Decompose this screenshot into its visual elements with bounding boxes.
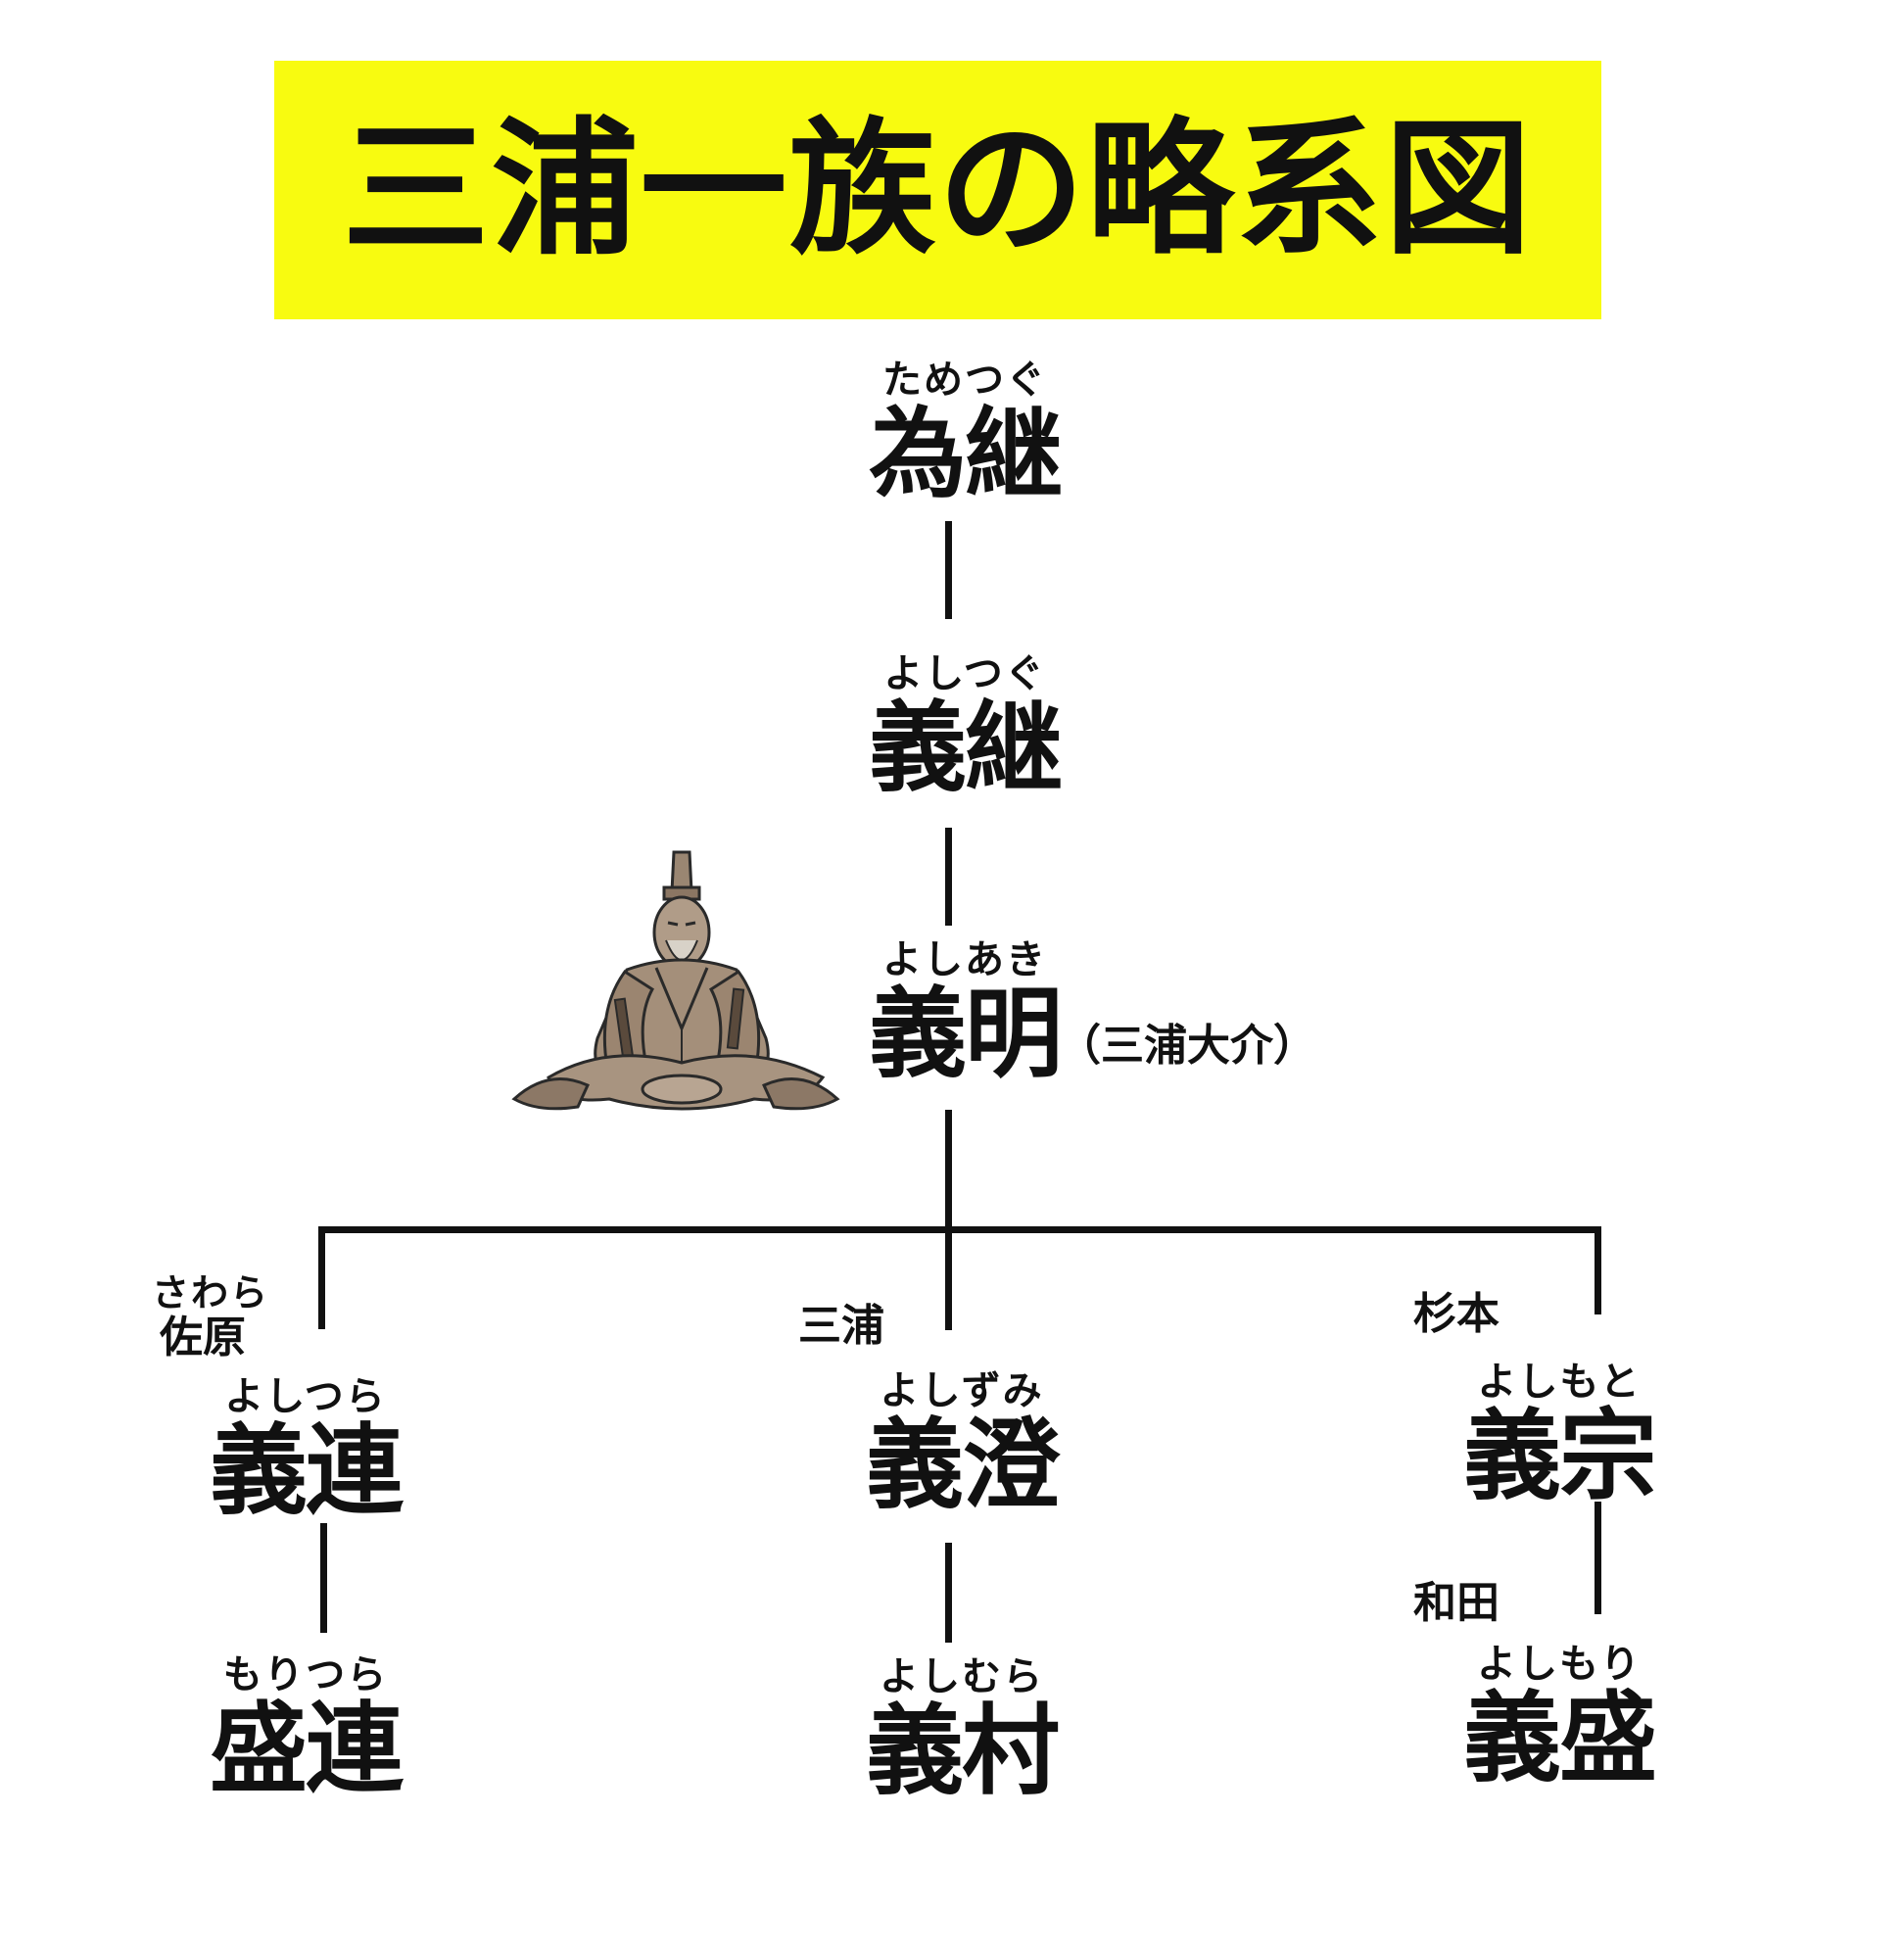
person-moritsura: もりつら 盛連	[149, 1653, 462, 1802]
line-yoshimoto-yoshimori	[1595, 1502, 1601, 1614]
note-yoshiaki-title: （三浦大介）	[1058, 1021, 1316, 1071]
line-horizontal-branch	[318, 1226, 1601, 1233]
name-yoshimori: 義盛	[1463, 1681, 1657, 1795]
person-tametsugu: ためつぐ 為継	[808, 358, 1121, 507]
title-banner: 三浦一族の略系図	[274, 61, 1601, 319]
line-yoshitsugu-yoshiaki	[945, 828, 952, 926]
line-yoshitsura-moritsura	[320, 1523, 327, 1633]
line-branch-left	[318, 1226, 325, 1329]
name-moritsura: 盛連	[210, 1692, 404, 1806]
person-yoshimoto: よしもと 義宗	[1403, 1361, 1716, 1509]
seated-samurai-illustration	[511, 850, 840, 1111]
branch-reading-sawara: さわら	[152, 1271, 270, 1314]
line-yoshiaki-down	[945, 1110, 952, 1330]
reading-yoshimura: よしむら	[880, 1654, 1044, 1699]
name-yoshitsura: 義連	[210, 1413, 404, 1528]
line-branch-right	[1595, 1226, 1601, 1314]
person-yoshimura: よしむら 義村	[805, 1655, 1119, 1804]
branch-label-sugimoto: 杉本	[1413, 1289, 1499, 1339]
person-yoshiaki: よしあき 義明	[808, 938, 1121, 1087]
reading-yoshiaki: よしあき	[882, 937, 1047, 982]
name-yoshizumi: 義澄	[866, 1408, 1060, 1522]
person-yoshitsura: よしつら 義連	[149, 1375, 462, 1524]
branch-label-sawara: 佐原	[160, 1313, 246, 1362]
branch-label-wada: 和田	[1413, 1578, 1499, 1628]
branch-label-miura: 三浦	[798, 1301, 884, 1351]
reading-yoshitsura: よしつら	[224, 1374, 387, 1419]
diagram-title: 三浦一族の略系図	[342, 105, 1534, 275]
reading-tametsugu: ためつぐ	[882, 358, 1047, 403]
reading-yoshimori: よしもり	[1477, 1642, 1642, 1687]
person-yoshimori: よしもり 義盛	[1403, 1643, 1716, 1792]
name-yoshiaki: 義明	[869, 977, 1063, 1091]
name-yoshimoto: 義宗	[1463, 1399, 1657, 1513]
reading-yoshitsugu: よしつぐ	[883, 651, 1046, 696]
name-tametsugu: 為継	[869, 397, 1063, 511]
reading-yoshizumi: よしずみ	[880, 1368, 1044, 1413]
name-yoshitsugu: 義継	[869, 691, 1063, 805]
reading-moritsura: もりつら	[222, 1652, 389, 1697]
line-tametsugu-yoshitsugu	[945, 521, 952, 619]
person-yoshitsugu: よしつぐ 義継	[808, 652, 1121, 801]
line-yoshizumi-yoshimura	[945, 1543, 952, 1643]
person-yoshizumi: よしずみ 義澄	[805, 1369, 1119, 1518]
reading-yoshimoto: よしもと	[1477, 1360, 1642, 1405]
name-yoshimura: 義村	[866, 1694, 1060, 1808]
